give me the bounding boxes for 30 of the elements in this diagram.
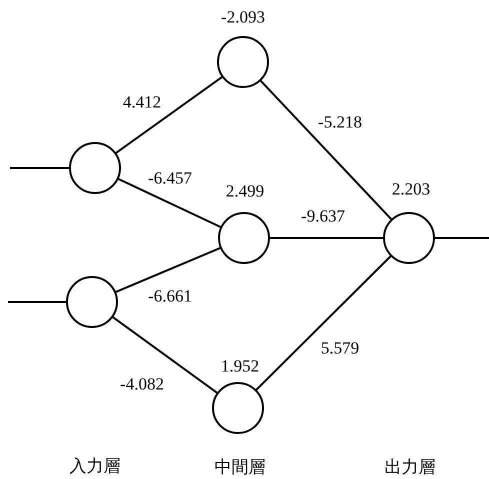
bias-value: 1.952 [220, 358, 260, 374]
connection-line [8, 301, 67, 303]
connection-line [117, 178, 222, 228]
weight-label: -6.661 [148, 288, 192, 304]
weight-label: -9.637 [301, 208, 345, 224]
connection-line [434, 237, 489, 239]
neuron-circle [217, 36, 269, 88]
neuron-circle [66, 276, 118, 328]
connection-line [255, 254, 392, 392]
weight-label: -6.457 [148, 170, 192, 186]
layer-label: 出力層 [384, 458, 436, 476]
neuron-circle [383, 212, 435, 264]
layer-label: 入力層 [70, 458, 120, 474]
connection-line [112, 316, 218, 394]
weight-label: -5.218 [318, 114, 362, 130]
weight-label: -4.082 [120, 376, 164, 392]
bias-value: 2.499 [226, 182, 264, 200]
layer-label: 中間層 [214, 458, 266, 476]
connection-line [259, 80, 393, 220]
bias-value: -2.093 [221, 8, 265, 26]
connection-line [114, 246, 222, 294]
connection-line [114, 76, 224, 154]
neuron-circle [69, 142, 121, 194]
neuron-circle [212, 382, 264, 434]
weight-label: 4.412 [122, 94, 162, 110]
neuron-circle [218, 212, 270, 264]
connection-line [10, 167, 70, 169]
connection-line [269, 237, 384, 239]
bias-value: 2.203 [392, 180, 430, 198]
weight-label: 5.579 [320, 340, 360, 356]
